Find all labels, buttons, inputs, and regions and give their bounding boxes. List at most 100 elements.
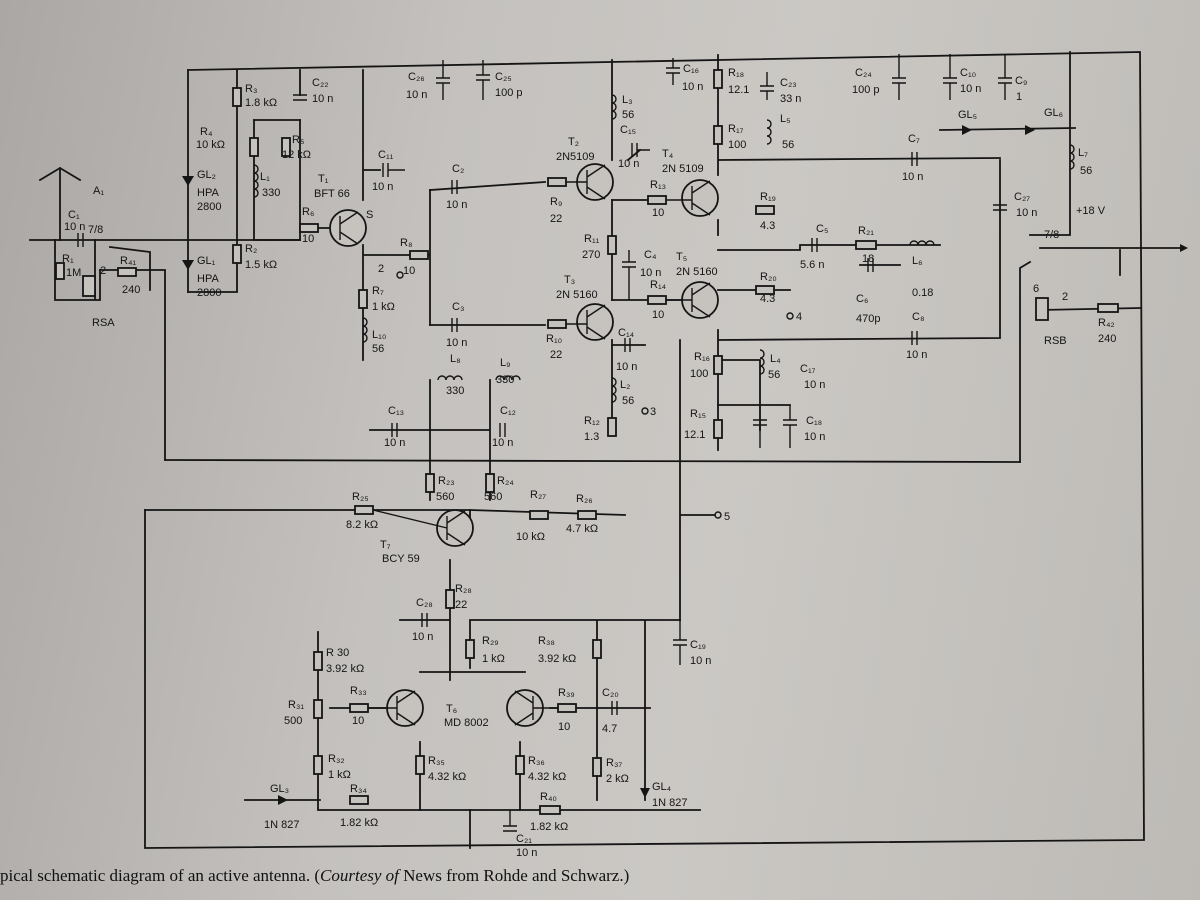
transistor-t7: [372, 509, 474, 547]
label-v18: +18 V: [1076, 205, 1106, 217]
label-T3: T₃: [564, 274, 575, 286]
capacitor-c23: [760, 72, 774, 100]
terminal-3: [641, 407, 649, 415]
label-R30: R 30: [326, 647, 349, 659]
label-R38v: 3.92 kΩ: [538, 653, 576, 665]
label-T2t: 2N5109: [556, 151, 595, 163]
label-R13: R₁₃: [650, 179, 666, 191]
label-L8v: 330: [446, 385, 464, 397]
label-C6v: 470p: [856, 313, 880, 325]
label-C14v: 10 n: [616, 361, 637, 373]
label-R19: R₁₉: [760, 191, 776, 203]
label-sw78R: 7/8: [1044, 229, 1059, 241]
resistor-r26: [577, 510, 597, 520]
label-R25: R₂₅: [352, 491, 369, 503]
label-R16v: 100: [690, 368, 708, 380]
resistor-r2: [232, 244, 242, 264]
capacitor-c2: [451, 180, 458, 194]
label-L7v: 56: [1080, 165, 1092, 177]
label-C25v: 100 p: [495, 87, 523, 99]
label-T6t: MD 8002: [444, 717, 489, 729]
label-A1: A₁: [93, 185, 104, 197]
label-C3: C₃: [452, 301, 464, 313]
label-C24v: 100 p: [852, 84, 880, 96]
label-R24v: 560: [484, 491, 502, 503]
capacitor-c25: [476, 60, 490, 100]
label-C2v: 10 n: [446, 199, 467, 211]
resistor-r20: [755, 285, 775, 295]
label-C22: C₂₂: [312, 77, 328, 89]
transistor-t5: [666, 281, 719, 319]
resistor-r18: [713, 69, 723, 89]
label-L1v: 330: [262, 187, 280, 199]
label-T6: T₆: [446, 703, 457, 715]
label-C12v: 10 n: [492, 437, 513, 449]
resistor-r6: [299, 223, 319, 233]
transistor-t6-right: [506, 689, 558, 727]
label-R7: R₇: [372, 285, 384, 297]
label-R20v: 4.3: [760, 293, 775, 305]
capacitor-c15: [631, 143, 650, 157]
label-C1v: 10 n: [64, 221, 85, 233]
resistor-r35: [415, 755, 425, 775]
label-R4: R₄: [200, 126, 213, 138]
label-R3v: 1.8 kΩ: [245, 97, 277, 109]
resistor-r37: [592, 757, 602, 777]
label-R21: R₂₁: [858, 225, 874, 237]
resistor-r40: [539, 805, 561, 815]
label-R32v: 1 kΩ: [328, 769, 351, 781]
label-R39: R₃₉: [558, 687, 575, 699]
label-R39v: 10: [558, 721, 570, 733]
label-C15v: 10 n: [618, 158, 639, 170]
transistor-t4: [666, 179, 719, 217]
label-R5v: 12 kΩ: [282, 149, 311, 161]
label-L10: L₁₀: [372, 329, 386, 341]
transistor-t2: [566, 163, 614, 201]
label-C7: C₇: [908, 133, 920, 145]
label-R32: R₃₂: [328, 753, 345, 765]
label-C26: C₂₆: [408, 71, 425, 83]
inductor-l9: [495, 375, 521, 381]
label-R40v: 1.82 kΩ: [530, 821, 568, 833]
label-GL1v: 2800: [197, 287, 221, 299]
inductor-l2: [611, 377, 617, 403]
capacitor-c8: [911, 331, 918, 345]
label-C28v: 10 n: [412, 631, 433, 643]
inductor-l1: [253, 164, 259, 198]
transistor-t1: [329, 209, 367, 247]
label-C27: C₂₇: [1014, 191, 1030, 203]
label-n5: 5: [724, 511, 730, 523]
capacitor-c10: [943, 54, 957, 100]
label-R25v: 8.2 kΩ: [346, 519, 378, 531]
inductor-l7: [1069, 144, 1075, 170]
label-R2v: 1.5 kΩ: [245, 259, 277, 271]
label-C11v: 10 n: [372, 181, 393, 193]
label-T4: T₄: [662, 148, 674, 160]
label-L10v: 56: [372, 343, 384, 355]
label-R6: R₆: [302, 206, 314, 218]
label-n2b: 2: [378, 263, 384, 275]
label-C15: C₁₅: [620, 124, 636, 136]
label-R31v: 500: [284, 715, 302, 727]
label-n2a: 2: [100, 265, 106, 277]
label-R2: R₂: [245, 243, 257, 255]
label-R29: R₂₉: [482, 635, 499, 647]
label-R31: R₃₁: [288, 699, 304, 711]
capacitor-c27: [993, 204, 1007, 211]
capacitor-c17: [753, 419, 767, 448]
label-GL4: GL₄: [652, 781, 672, 793]
label-GL4v: 1N 827: [652, 797, 687, 809]
resistor-r30: [313, 651, 323, 671]
label-R23: R₂₃: [438, 475, 455, 487]
label-R14: R₁₄: [650, 279, 667, 291]
label-R37v: 2 kΩ: [606, 773, 629, 785]
resistor-r19: [755, 205, 775, 215]
label-T4t: 2N 5109: [662, 163, 704, 175]
label-R13v: 10: [652, 207, 664, 219]
label-GL1t: HPA: [197, 273, 219, 285]
label-R30v: 3.92 kΩ: [326, 663, 364, 675]
capacitor-c3: [451, 318, 458, 332]
inductor-l10: [362, 317, 368, 343]
resistor-r23: [425, 473, 435, 493]
capacitor-c16: [666, 58, 680, 85]
